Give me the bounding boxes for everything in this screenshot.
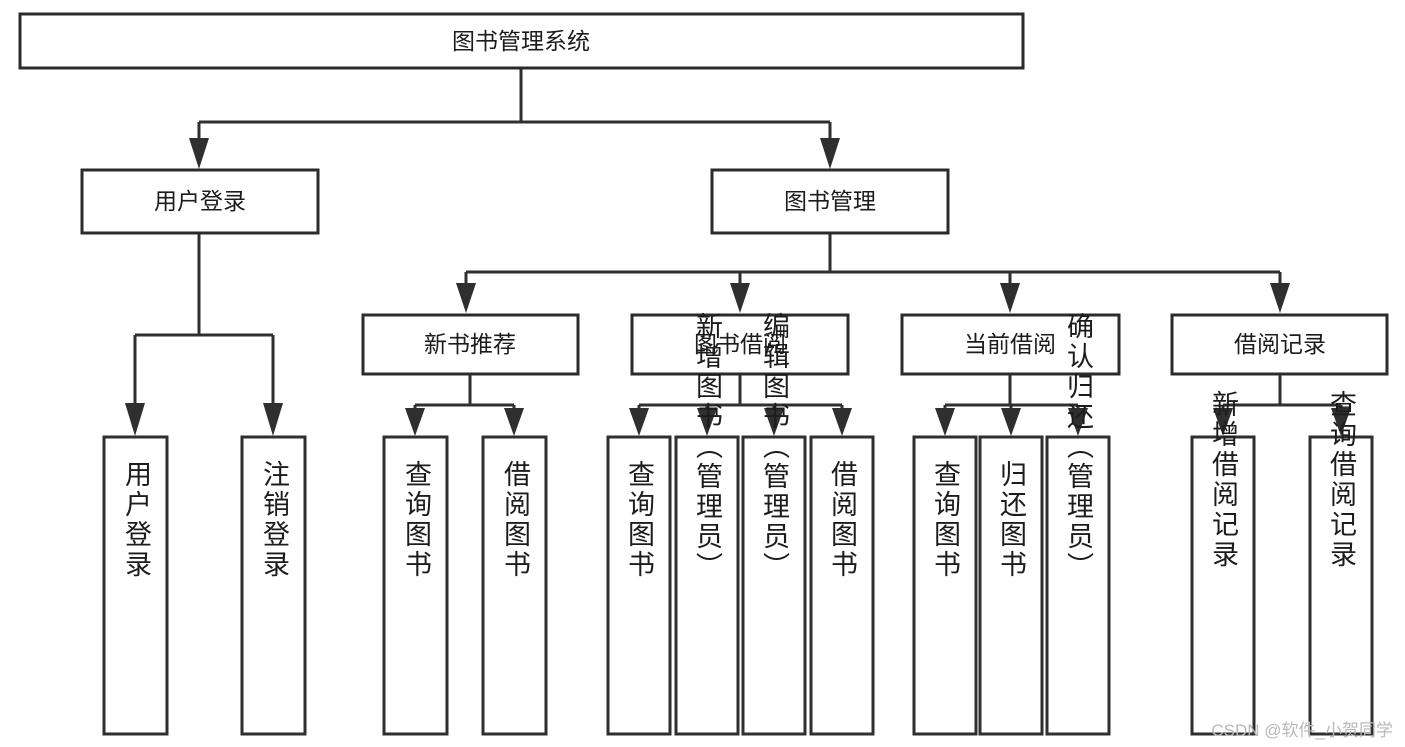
node-new-book-recommend[interactable]: 新书推荐	[361, 313, 580, 376]
node-box-book-management	[710, 168, 950, 235]
leaf-label-new-query-book: 查询图书	[401, 460, 432, 580]
leaf-label-borrow-query-book: 查询图书	[624, 460, 655, 580]
leaf-box-current-query-book	[912, 435, 978, 736]
leaf-label-logout: 注销登录	[259, 460, 290, 580]
arrowhead-user-login	[189, 138, 209, 169]
node-book-borrow[interactable]: 图书借阅	[630, 313, 850, 376]
node-label-book-borrow: 图书借阅	[694, 331, 786, 357]
leaf-box-current-confirm-return	[1045, 435, 1111, 736]
leaf-borrow-lend-book[interactable]: 借阅图书	[809, 435, 875, 736]
leaf-label-user-login: 用户登录	[121, 460, 152, 580]
arrowhead-borrow-leaf-edit	[764, 408, 784, 436]
leaf-label-current-query-book: 查询图书	[930, 460, 961, 580]
leaf-label-current-confirm-return: 确认归还（管理员）	[1063, 312, 1094, 582]
leaf-record-query[interactable]: 查询借阅记录	[1308, 390, 1374, 736]
node-box-book-borrow	[630, 313, 850, 376]
arrowhead-current-leaf-query	[935, 408, 955, 436]
node-book-management[interactable]: 图书管理	[710, 168, 950, 235]
arrowhead-record-leaf-query	[1331, 408, 1351, 436]
arrowhead-borrow-leaf-lend	[832, 408, 852, 436]
node-current-borrow[interactable]: 当前借阅	[900, 313, 1121, 376]
node-box-current-borrow	[900, 313, 1121, 376]
node-borrow-record[interactable]: 借阅记录	[1170, 313, 1389, 376]
leaf-label-borrow-edit-book: 编辑图书（管理员）	[759, 312, 790, 582]
arrowhead-current-leaf-return	[1001, 408, 1021, 436]
leaf-box-new-borrow-book	[481, 435, 548, 736]
arrowhead-book-borrow	[730, 283, 750, 313]
arrowhead-new-leaf-borrow	[504, 408, 524, 436]
leaf-current-confirm-return[interactable]: 确认归还（管理员）	[1045, 312, 1111, 736]
leaf-box-current-return-book	[978, 435, 1044, 736]
node-box-user-login	[80, 168, 320, 235]
arrowhead-borrow-record	[1270, 283, 1290, 313]
leaf-user-login[interactable]: 用户登录	[102, 435, 169, 736]
arrowhead-new-book	[456, 283, 476, 313]
leaf-label-current-return-book: 归还图书	[996, 460, 1027, 580]
leaf-label-borrow-lend-book: 借阅图书	[827, 460, 858, 580]
leaf-new-query-book[interactable]: 查询图书	[382, 435, 449, 736]
leaf-box-borrow-edit-book	[741, 435, 807, 736]
node-system-root[interactable]: 图书管理系统	[18, 12, 1025, 70]
leaf-borrow-add-book[interactable]: 新增图书（管理员）	[674, 312, 740, 736]
node-label-new-book-recommend: 新书推荐	[424, 331, 516, 357]
leaf-box-logout	[240, 435, 307, 736]
arrowhead-current-leaf-confirm	[1068, 408, 1088, 436]
leaf-box-borrow-lend-book	[809, 435, 875, 736]
arrowhead-leaf-logout	[263, 403, 283, 436]
arrowhead-new-leaf-query	[405, 408, 425, 436]
leaf-current-return-book[interactable]: 归还图书	[978, 435, 1044, 736]
leaf-borrow-query-book[interactable]: 查询图书	[606, 435, 672, 736]
arrowhead-current-borrow	[1000, 283, 1020, 313]
node-label-book-management: 图书管理	[784, 188, 876, 214]
node-label-user-login: 用户登录	[154, 188, 246, 214]
arrowhead-borrow-leaf-query	[629, 408, 649, 436]
node-box-new-book-recommend	[361, 313, 580, 376]
leaf-box-record-add	[1190, 435, 1256, 736]
node-label-current-borrow: 当前借阅	[964, 331, 1056, 357]
leaf-box-record-query	[1308, 435, 1374, 736]
leaf-borrow-edit-book[interactable]: 编辑图书（管理员）	[741, 312, 807, 736]
node-label-borrow-record: 借阅记录	[1234, 331, 1326, 357]
leaf-box-borrow-query-book	[606, 435, 672, 736]
leaf-label-borrow-add-book: 新增图书（管理员）	[692, 312, 723, 582]
leaf-label-record-query: 查询借阅记录	[1326, 390, 1357, 570]
arrowhead-borrow-leaf-add	[697, 408, 717, 436]
leaf-current-query-book[interactable]: 查询图书	[912, 435, 978, 736]
node-user-login[interactable]: 用户登录	[80, 168, 320, 235]
leaf-box-new-query-book	[382, 435, 449, 736]
leaf-label-record-add: 新增借阅记录	[1208, 390, 1239, 570]
leaf-label-new-borrow-book: 借阅图书	[500, 460, 531, 580]
csdn-watermark: CSDN @软件_小贺同学	[1211, 721, 1393, 740]
node-box-borrow-record	[1170, 313, 1389, 376]
leaf-new-borrow-book[interactable]: 借阅图书	[481, 435, 548, 736]
arrowhead-record-leaf-add	[1213, 408, 1233, 436]
arrowhead-book-manage	[820, 138, 840, 169]
leaf-box-borrow-add-book	[674, 435, 740, 736]
node-box-system-root	[18, 12, 1025, 70]
connector-layer	[125, 68, 1351, 436]
leaf-record-add[interactable]: 新增借阅记录	[1190, 390, 1256, 736]
arrowhead-leaf-user-login	[125, 403, 145, 436]
leaf-box-user-login	[102, 435, 169, 736]
leaf-logout[interactable]: 注销登录	[240, 435, 307, 736]
node-label-system-root: 图书管理系统	[452, 28, 590, 54]
